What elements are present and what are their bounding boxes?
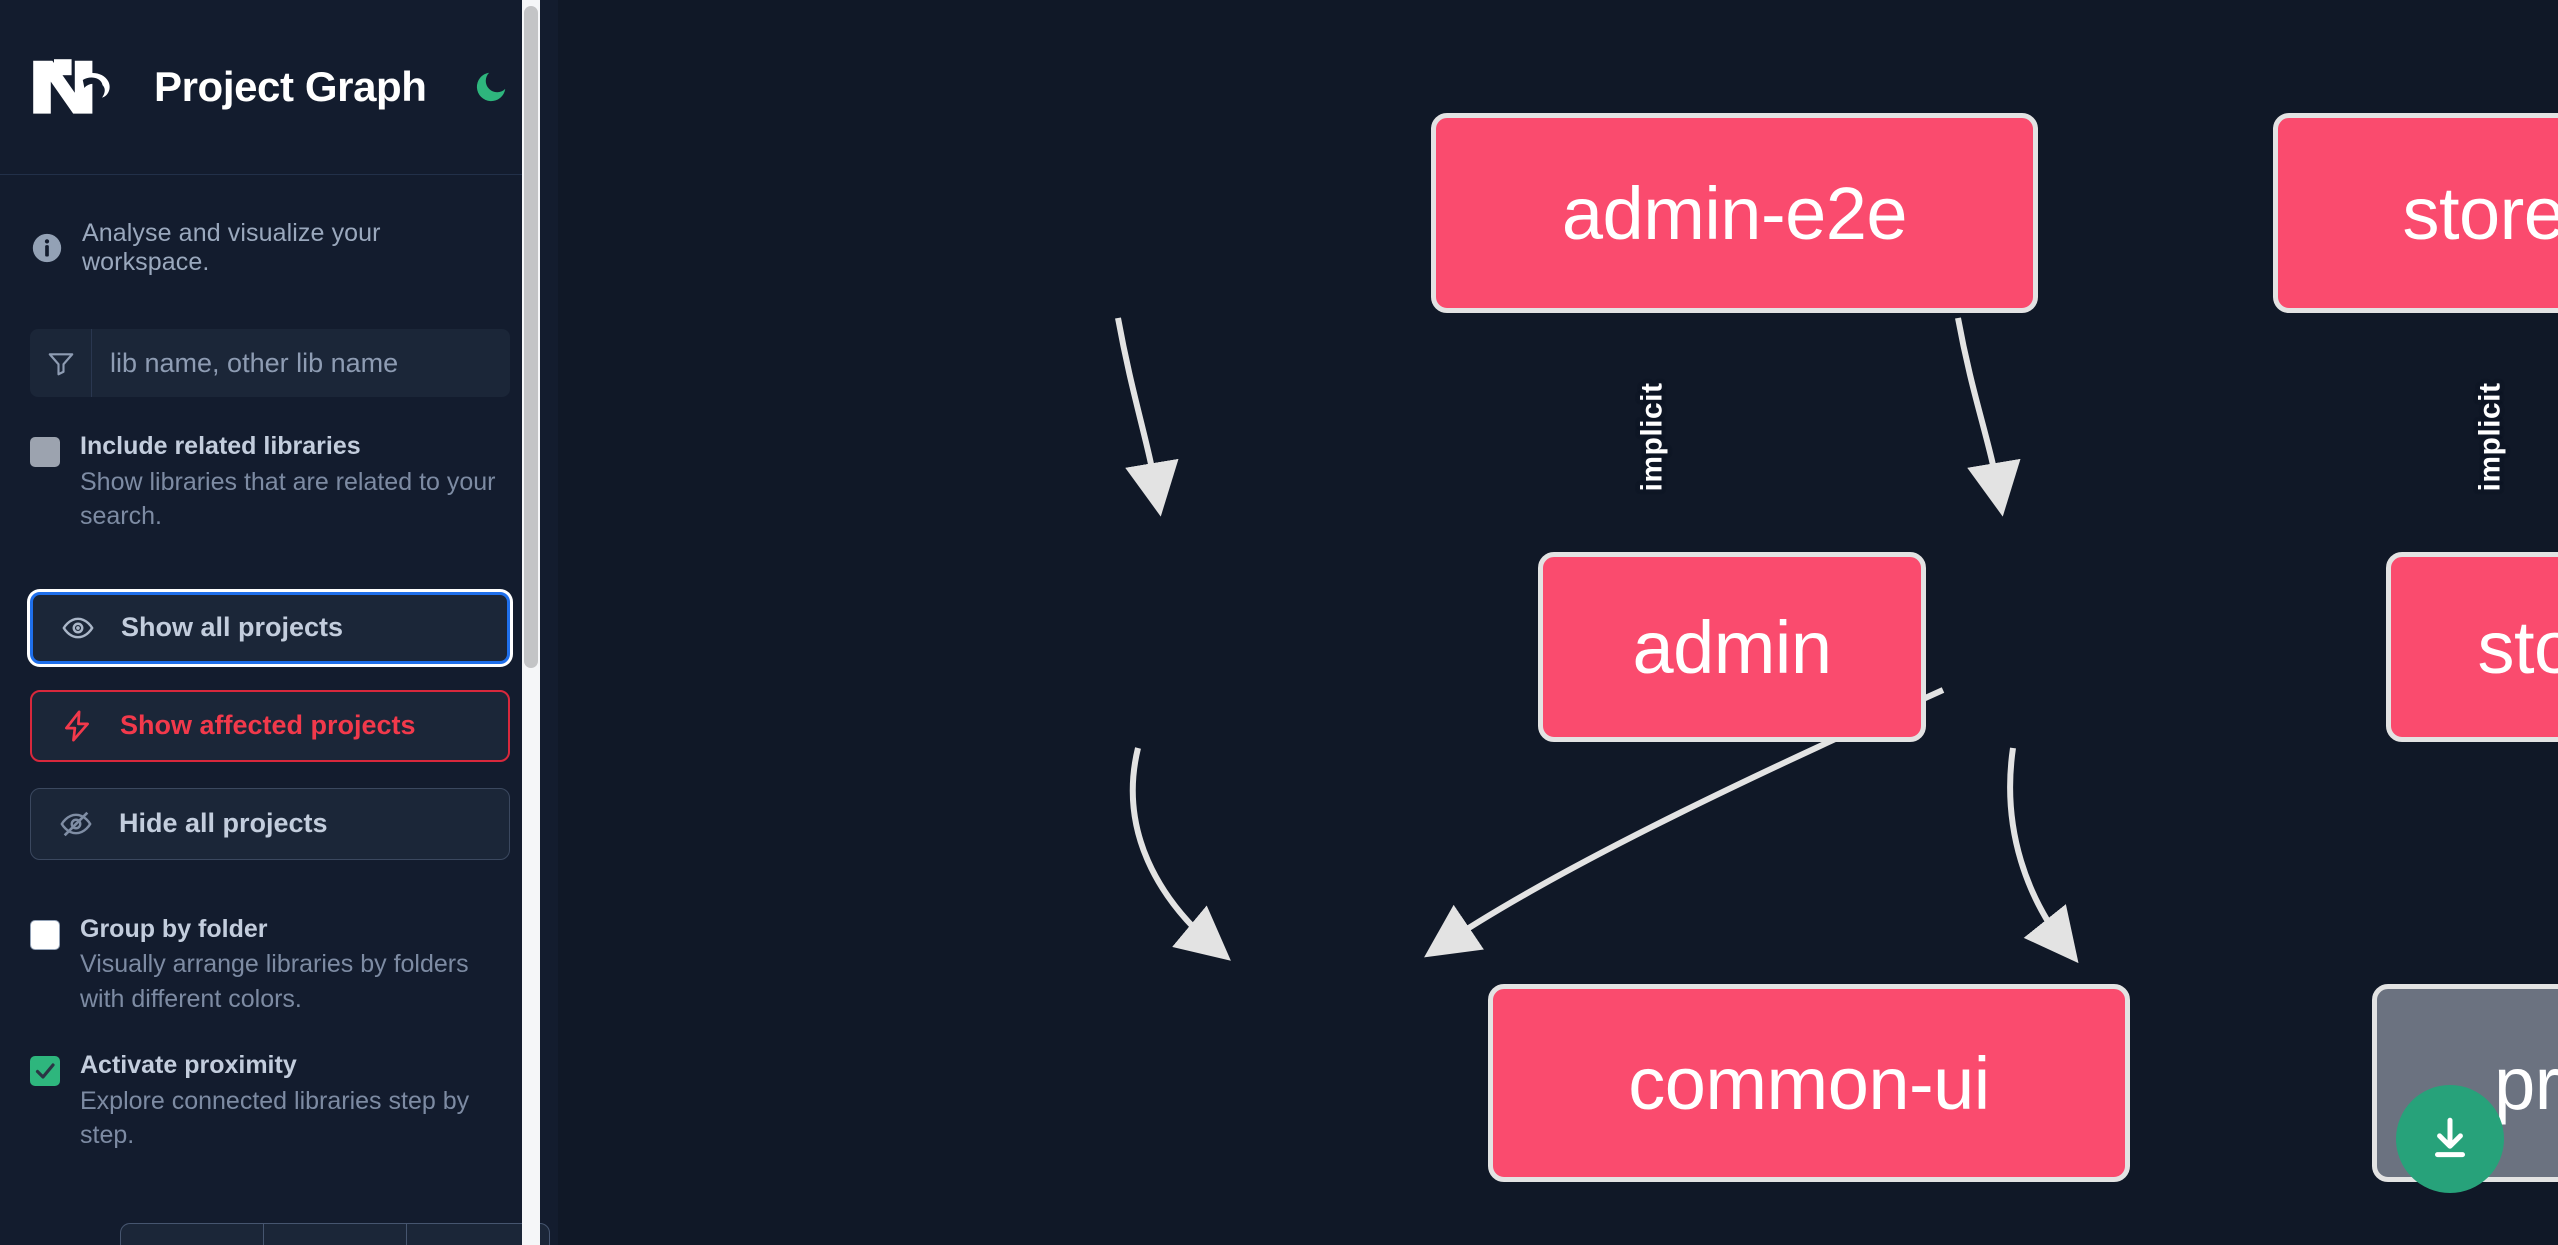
activate-proximity-label: Activate proximity bbox=[80, 1051, 297, 1079]
option-include-related-libraries: Include related libraries Show libraries… bbox=[30, 432, 510, 534]
page-title: Project Graph bbox=[154, 63, 427, 110]
moon-icon[interactable] bbox=[469, 65, 513, 109]
funnel-icon bbox=[30, 329, 92, 397]
download-button[interactable] bbox=[2396, 1085, 2504, 1193]
eye-icon bbox=[61, 611, 95, 645]
group-by-folder-label: Group by folder bbox=[80, 914, 268, 943]
graph-node-label: products bbox=[2494, 1041, 2558, 1125]
graph-node-label: store bbox=[2477, 605, 2558, 689]
hide-all-projects-button[interactable]: Hide all projects bbox=[30, 787, 510, 860]
download-icon bbox=[2435, 1117, 2465, 1158]
graph-node-common-ui[interactable]: common-ui bbox=[1488, 984, 2130, 1182]
edge-store-products bbox=[2007, 747, 2079, 964]
tagline-text: Analyse and visualize your workspace. bbox=[82, 219, 381, 276]
sidebar-body: Include related libraries Show libraries… bbox=[0, 329, 550, 1245]
include-related-libraries-checkbox[interactable] bbox=[30, 437, 60, 467]
graph-node-admin-e2e[interactable]: admin-e2e bbox=[1431, 113, 2038, 313]
filter-row bbox=[30, 329, 510, 397]
edge-admin-common-ui bbox=[1129, 747, 1231, 961]
nx-logo-icon bbox=[30, 56, 126, 118]
hide-all-projects-label: Hide all projects bbox=[119, 808, 328, 838]
include-related-libraries-label: Include related libraries bbox=[80, 432, 361, 460]
graph-node-label: store-e2e bbox=[2402, 171, 2558, 255]
edge-label-implicit-admin: implicit bbox=[1635, 382, 1669, 492]
proximity-stepper-control[interactable] bbox=[120, 1223, 550, 1245]
proximity-step-value[interactable] bbox=[264, 1224, 407, 1245]
show-affected-projects-label: Show affected projects bbox=[120, 710, 416, 740]
lightning-bolt-icon bbox=[60, 709, 94, 743]
graph-node-store[interactable]: store bbox=[2386, 552, 2558, 742]
sidebar-tagline: Analyse and visualize your workspace. bbox=[0, 175, 540, 277]
option-text-group: Include related libraries Show libraries… bbox=[80, 432, 510, 534]
sidebar-header: Project Graph bbox=[0, 0, 540, 175]
graph-node-label: admin-e2e bbox=[1561, 171, 1908, 255]
activate-proximity-description: Explore connected libraries step by step… bbox=[80, 1086, 470, 1150]
edge-label-implicit-store: implicit bbox=[2473, 382, 2507, 492]
include-related-libraries-description: Show libraries that are related to your … bbox=[80, 467, 496, 531]
option-group-by-folder: Group by folder Visually arrange librari… bbox=[30, 914, 510, 1017]
show-all-projects-label: Show all projects bbox=[121, 612, 344, 642]
show-affected-projects-button[interactable]: Show affected projects bbox=[30, 689, 510, 762]
option-activate-proximity: Activate proximity Explore connected lib… bbox=[30, 1051, 510, 1153]
group-by-folder-description: Visually arrange libraries by folders wi… bbox=[80, 950, 469, 1013]
info-icon bbox=[30, 231, 64, 265]
graph-node-label: admin bbox=[1632, 605, 1832, 689]
proximity-step-decrease[interactable] bbox=[121, 1224, 264, 1245]
graph-node-admin[interactable]: admin bbox=[1538, 552, 1926, 742]
sidebar: Project Graph Analyse and visualize your… bbox=[0, 0, 558, 1245]
group-by-folder-checkbox[interactable] bbox=[30, 919, 60, 950]
edge-store-e2e-store bbox=[1955, 317, 2021, 517]
eye-slash-icon bbox=[59, 807, 93, 841]
option-text-group: Group by folder Visually arrange librari… bbox=[80, 914, 510, 1017]
show-all-projects-button[interactable]: Show all projects bbox=[30, 591, 510, 664]
search-input[interactable] bbox=[92, 329, 510, 397]
graph-node-label: common-ui bbox=[1628, 1041, 1990, 1125]
sidebar-scrollbar-thumb[interactable] bbox=[524, 6, 538, 668]
edge-admin-e2e-admin bbox=[1115, 317, 1179, 517]
graph-node-store-e2e[interactable]: store-e2e bbox=[2273, 113, 2558, 313]
graph-canvas[interactable]: admin-e2e store-e2e admin store common-u… bbox=[558, 0, 2558, 1245]
activate-proximity-checkbox[interactable] bbox=[30, 1056, 60, 1086]
option-text-group: Activate proximity Explore connected lib… bbox=[80, 1051, 510, 1153]
sidebar-content: Project Graph Analyse and visualize your… bbox=[0, 0, 550, 1245]
sidebar-scrollbar-track[interactable] bbox=[522, 0, 540, 1245]
